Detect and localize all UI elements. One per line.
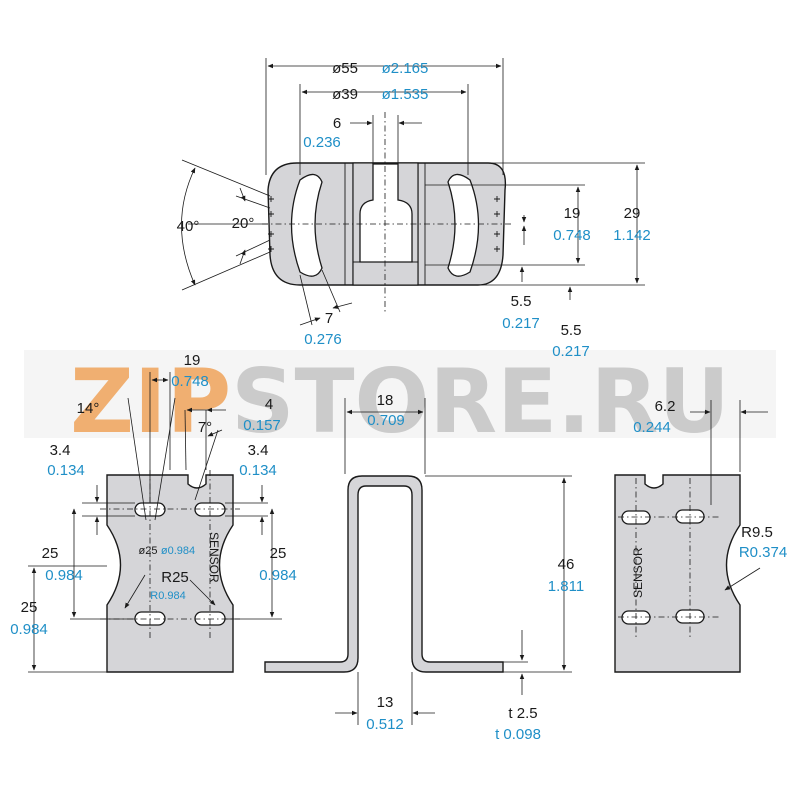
label-bottom-width-in: 0.512	[366, 716, 404, 733]
label-slot-width-mm: 7	[325, 310, 333, 327]
watermark-text: ZIPSTORE.RU	[70, 350, 730, 453]
label-angle-inner: 20°	[232, 215, 255, 232]
label-right-offset-mm: 6.2	[655, 398, 676, 415]
front-view: 18 0.709 46 1.811 13 0.512 t 2.5 t 0.098	[264, 392, 584, 743]
top-view-arc-slot-left	[290, 173, 323, 277]
right-view: SENSOR 6.2 0.244 R9.5 R0.374	[614, 398, 787, 673]
label-front-height-mm: 46	[558, 556, 575, 573]
label-right-offset-in: 0.244	[633, 419, 671, 436]
watermark-band	[24, 350, 776, 438]
label-notch-mm: 4	[265, 396, 273, 413]
label-edge-right-in: 0.134	[239, 462, 277, 479]
label-outer-diameter-in: ø2.165	[382, 60, 429, 77]
label-vert-right-mm: 25	[270, 545, 287, 562]
label-thickness-mm: t 2.5	[508, 705, 537, 722]
label-right-radius-mm: R9.5	[741, 524, 773, 541]
right-view-dim-lines	[690, 400, 768, 591]
label-height-in: 1.142	[613, 227, 651, 244]
label-front-height-in: 1.811	[548, 578, 584, 595]
watermark-text-rest: STORE.RU	[231, 350, 730, 453]
label-right-radius-in: R0.374	[739, 544, 787, 561]
label-offset-b-in: 0.217	[552, 343, 590, 360]
label-angle-a: 14°	[77, 400, 100, 417]
top-view-arc-slot-right	[447, 173, 480, 277]
label-hole-spacing-in: 0.748	[171, 373, 209, 390]
front-view-dim-lines	[335, 398, 572, 725]
label-vert-left-mm: 25	[42, 545, 59, 562]
label-circle-in: ø0.984	[161, 545, 195, 557]
label-slot-gap-in: 0.236	[303, 134, 341, 151]
label-slot-width-in: 0.276	[304, 331, 342, 348]
left-view: SENSOR	[10, 352, 297, 673]
right-view-sensor-label: SENSOR	[631, 547, 645, 598]
label-notch-in: 0.157	[243, 417, 281, 434]
label-angle-b: 7°	[198, 419, 212, 436]
label-bottom-in: 0.984	[10, 621, 48, 638]
label-slot-length-in: 0.748	[553, 227, 591, 244]
label-height-mm: 29	[624, 205, 641, 222]
label-offset-b-mm: 5.5	[561, 322, 582, 339]
label-slot-length-mm: 19	[564, 205, 581, 222]
label-thickness-in: t 0.098	[495, 726, 541, 743]
left-view-sensor-label: SENSOR	[207, 532, 221, 583]
label-angle-outer: 40°	[177, 218, 200, 235]
top-view-markers	[268, 196, 500, 252]
label-outer-diameter-mm: ø55	[332, 60, 358, 77]
top-view: ø55 ø2.165 ø39 ø1.535 6 0.236 40° 20° 19…	[177, 58, 651, 360]
label-vert-left-in: 0.984	[45, 567, 83, 584]
label-slot-diameter-in: ø1.535	[382, 86, 429, 103]
label-bottom-mm: 25	[21, 599, 38, 616]
label-slot-gap-mm: 6	[333, 115, 341, 132]
label-vert-right-in: 0.984	[259, 567, 297, 584]
label-bottom-width-mm: 13	[377, 694, 394, 711]
label-offset-a-mm: 5.5	[511, 293, 532, 310]
label-circle-mm: ø25	[139, 545, 158, 557]
label-hole-spacing-mm: 19	[184, 352, 201, 369]
label-slot-diameter-mm: ø39	[332, 86, 358, 103]
label-edge-left-in: 0.134	[47, 462, 85, 479]
label-radius-in: R0.984	[150, 590, 185, 602]
front-view-profile	[264, 475, 504, 673]
label-offset-a-in: 0.217	[502, 315, 540, 332]
label-radius-mm: R25	[161, 569, 189, 586]
top-view-dim-lines	[181, 63, 640, 326]
right-view-centerlines	[618, 478, 720, 640]
label-top-width-in: 0.709	[367, 412, 405, 429]
label-edge-right-mm: 3.4	[248, 442, 269, 459]
watermark: ZIPSTORE.RU	[24, 350, 776, 453]
watermark-text-accent: ZIP	[70, 350, 231, 453]
label-edge-left-mm: 3.4	[50, 442, 71, 459]
left-view-dim-lines	[28, 372, 282, 673]
label-top-width-mm: 18	[377, 392, 394, 409]
